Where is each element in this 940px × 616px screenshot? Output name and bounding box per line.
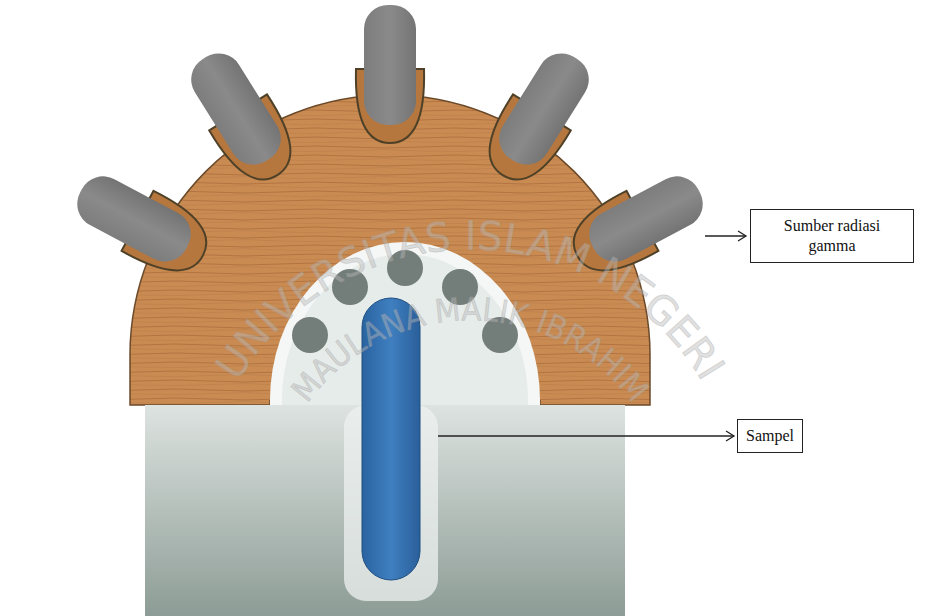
callout-box: Sampel — [737, 419, 803, 453]
sample-tube — [362, 298, 420, 580]
watermark-text: UNIVERSITAS ISLAM NEGERI — [206, 212, 734, 387]
callout-label: Sumber radiasi gamma — [759, 216, 905, 256]
watermark-text: MAULANA MALIK IBRAHIM — [284, 290, 657, 409]
watermark-text: UNIVERSITAS ISLAM NEGERI — [206, 212, 734, 387]
watermark-text: MAULANA MALIK IBRAHIM — [284, 290, 657, 409]
callout-box: Sumber radiasi gamma — [750, 209, 914, 263]
callout-label: Sampel — [746, 426, 794, 446]
leader-lines — [438, 231, 746, 441]
gamma-source-rods — [65, 5, 715, 286]
